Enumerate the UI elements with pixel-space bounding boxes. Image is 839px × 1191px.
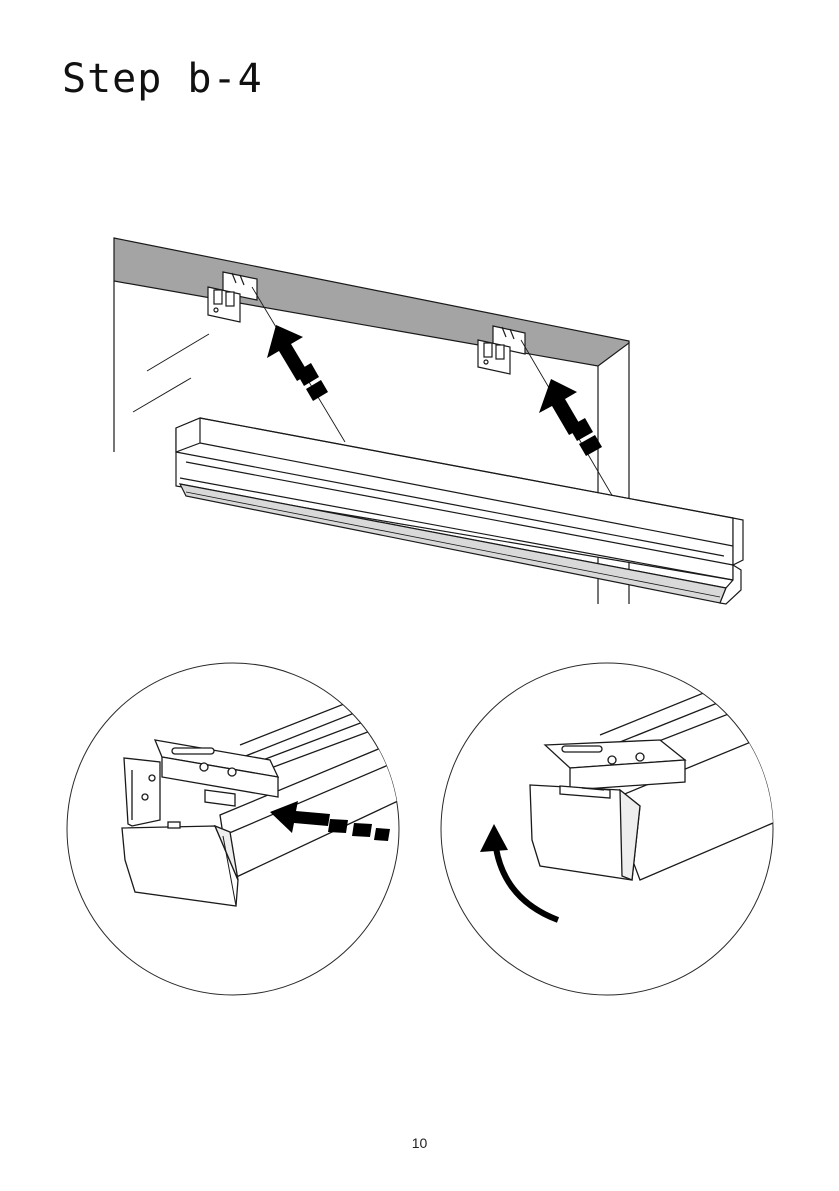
push-arrow-icon (267, 325, 328, 401)
page-number: 10 (0, 1135, 839, 1151)
main-scene (114, 238, 743, 604)
glass-reflection (147, 334, 209, 371)
detail-circle-right (441, 662, 780, 995)
headrail (176, 418, 743, 604)
push-arrow-icon (539, 379, 602, 456)
detail-circle-left (67, 663, 400, 995)
ceiling-soffit (114, 238, 629, 366)
glass-reflection (133, 378, 191, 412)
